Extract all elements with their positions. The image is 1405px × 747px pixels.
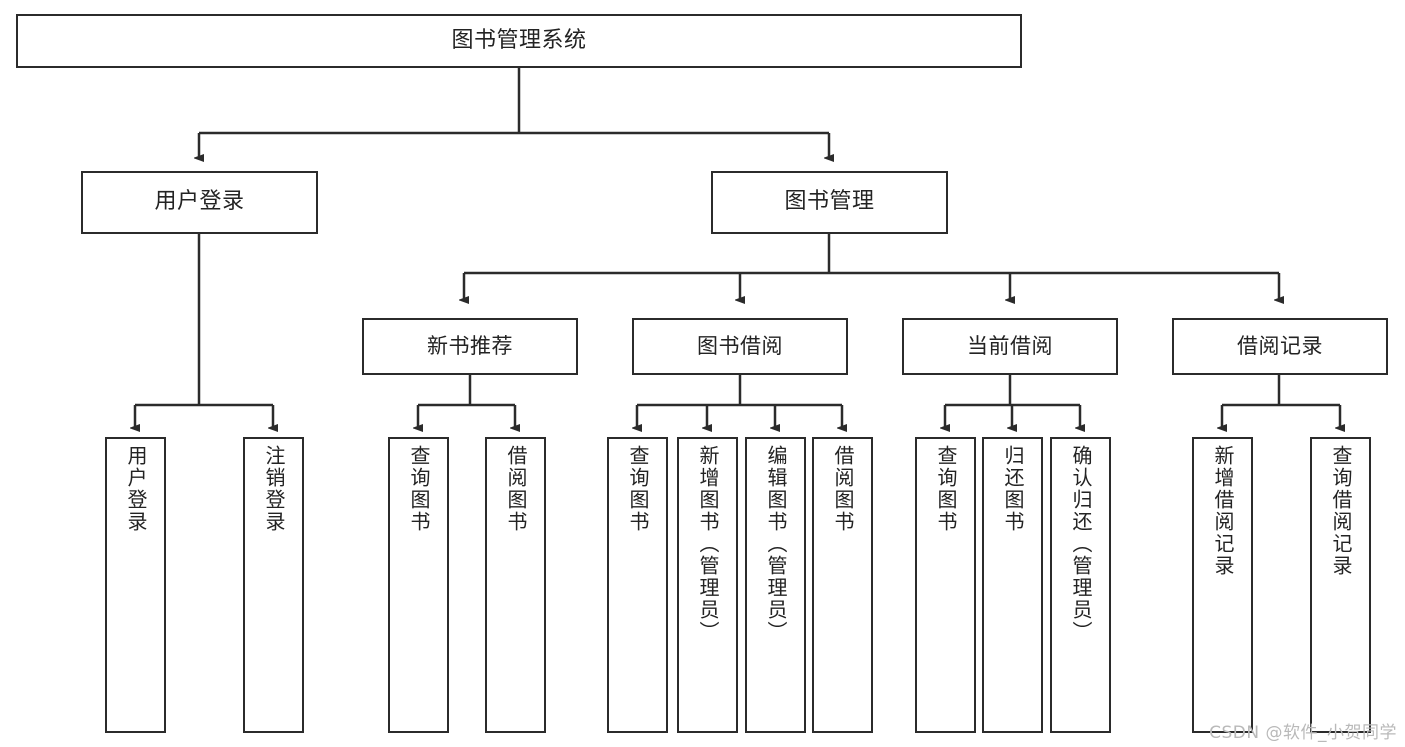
leaf-current-confirm-return-admin[interactable]: 确认归还（管理员） <box>1050 437 1111 733</box>
node-label: 新增图书（管理员） <box>696 445 720 643</box>
node-label: 用户登录 <box>124 445 148 533</box>
node-label: 借阅图书 <box>504 445 528 533</box>
node-label: 注销登录 <box>262 445 286 533</box>
leaf-borrow-edit-book-admin[interactable]: 编辑图书（管理员） <box>745 437 806 733</box>
node-label: 查询图书 <box>407 445 431 533</box>
node-current-borrow[interactable]: 当前借阅 <box>902 318 1118 375</box>
node-label: 用户登录 <box>154 189 245 215</box>
leaf-record-query-record[interactable]: 查询借阅记录 <box>1310 437 1371 733</box>
node-book-management[interactable]: 图书管理 <box>711 171 948 234</box>
node-label: 图书借阅 <box>697 333 783 358</box>
leaf-borrow-query-book[interactable]: 查询图书 <box>607 437 668 733</box>
node-borrow-record[interactable]: 借阅记录 <box>1172 318 1388 375</box>
node-label: 归还图书 <box>1001 445 1025 533</box>
node-label: 新书推荐 <box>427 333 513 358</box>
node-label: 图书管理 <box>784 189 875 215</box>
leaf-current-return-book[interactable]: 归还图书 <box>982 437 1043 733</box>
node-label: 借阅图书 <box>831 445 855 533</box>
node-label: 确认归还（管理员） <box>1069 445 1093 643</box>
csdn-watermark: CSDN @软件_小贺同学 <box>1209 723 1397 743</box>
leaf-borrow-add-book-admin[interactable]: 新增图书（管理员） <box>677 437 738 733</box>
node-new-book-recommend[interactable]: 新书推荐 <box>362 318 578 375</box>
node-label: 借阅记录 <box>1237 333 1323 358</box>
node-user-login[interactable]: 用户登录 <box>81 171 318 234</box>
leaf-current-query-book[interactable]: 查询图书 <box>915 437 976 733</box>
node-label: 图书管理系统 <box>451 27 587 53</box>
node-label: 编辑图书（管理员） <box>764 445 788 643</box>
node-book-borrow[interactable]: 图书借阅 <box>632 318 848 375</box>
leaf-recommend-borrow-book[interactable]: 借阅图书 <box>485 437 546 733</box>
leaf-user-login-logout[interactable]: 注销登录 <box>243 437 304 733</box>
node-label: 查询借阅记录 <box>1329 445 1353 577</box>
node-label: 新增借阅记录 <box>1211 445 1235 577</box>
leaf-user-login-login[interactable]: 用户登录 <box>105 437 166 733</box>
node-label: 当前借阅 <box>967 333 1053 358</box>
node-root-system[interactable]: 图书管理系统 <box>16 14 1022 68</box>
leaf-recommend-query-book[interactable]: 查询图书 <box>388 437 449 733</box>
node-label: 查询图书 <box>934 445 958 533</box>
node-label: 查询图书 <box>626 445 650 533</box>
leaf-record-add-record[interactable]: 新增借阅记录 <box>1192 437 1253 733</box>
leaf-borrow-borrow-book[interactable]: 借阅图书 <box>812 437 873 733</box>
